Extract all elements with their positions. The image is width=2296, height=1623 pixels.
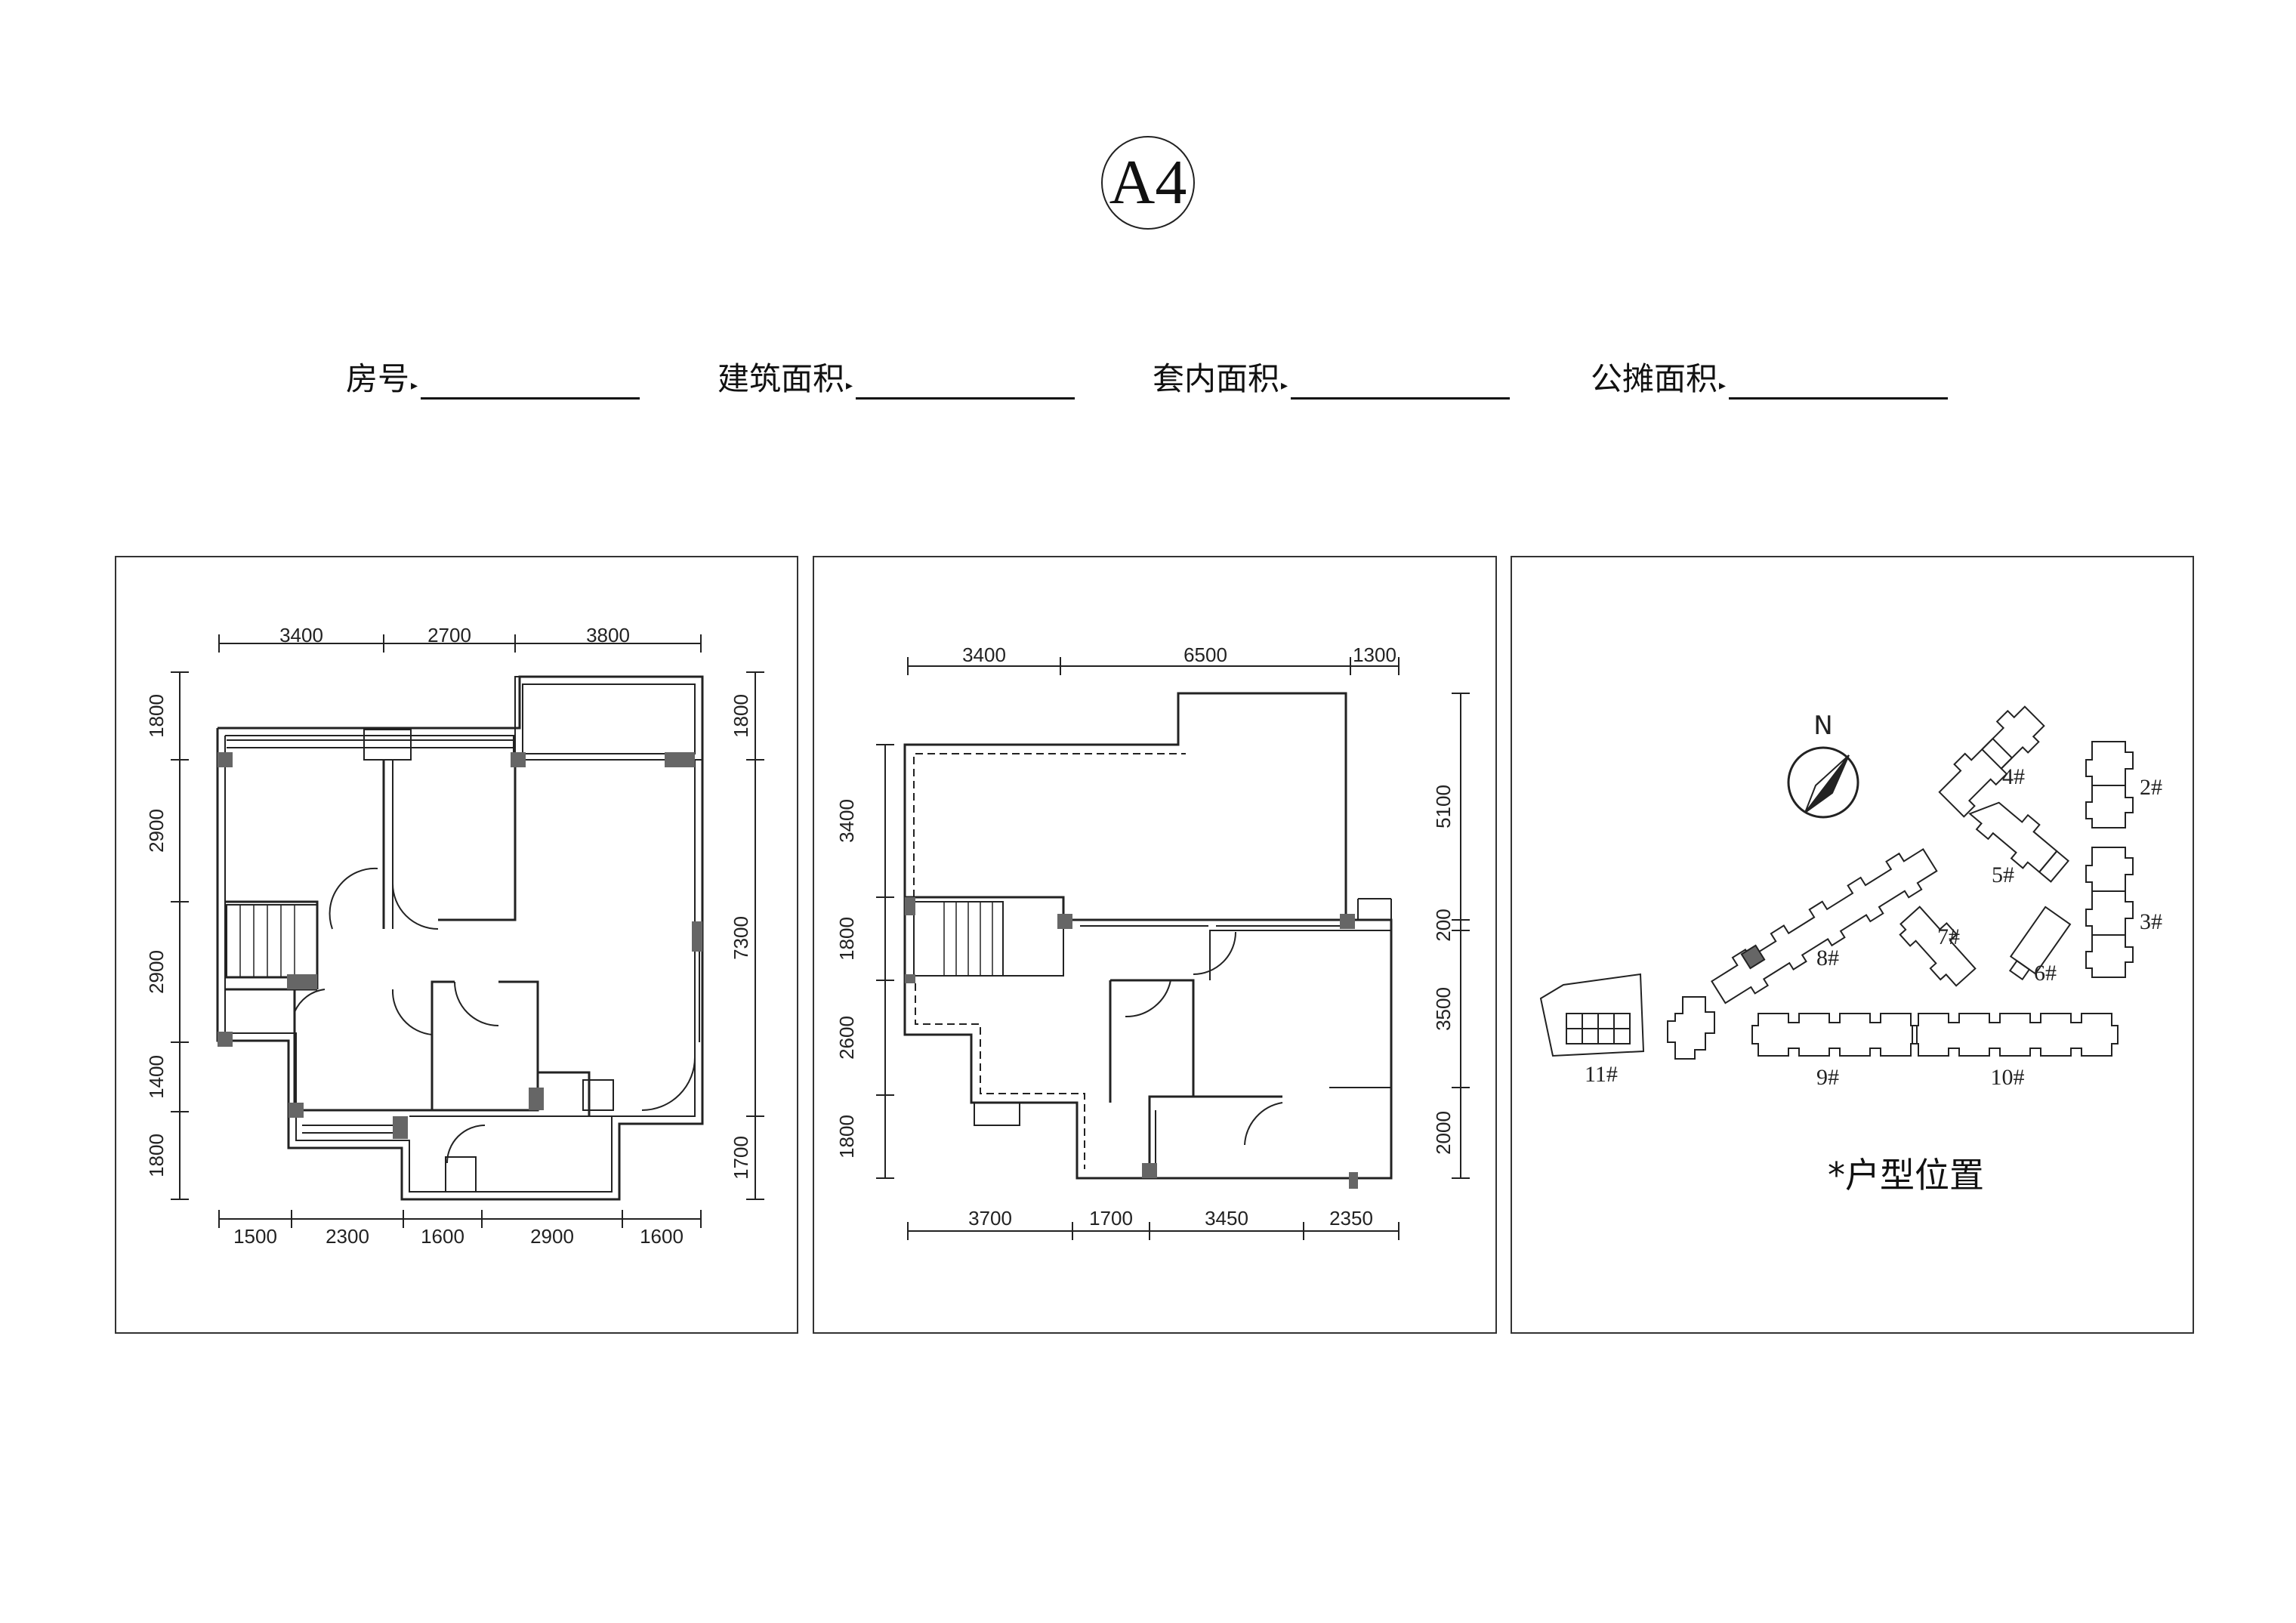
building-10-outline	[1912, 1013, 2119, 1057]
plan2-dim-right: 3500	[1432, 987, 1455, 1031]
plan2-dim-left: 2600	[835, 1016, 858, 1060]
field-label: 套内面积	[1153, 360, 1280, 397]
plan-title-badge: A4	[1101, 136, 1195, 230]
plan1-dim-top: 2700	[427, 624, 471, 646]
shared-area-blank[interactable]	[1729, 367, 1949, 400]
building-label: 8#	[1816, 946, 1839, 970]
arrow-mark-icon: ▸	[1719, 378, 1727, 393]
floor-plan-2	[876, 657, 1470, 1240]
building-4-outline	[1938, 705, 2045, 818]
site-building-labels: N 2# 3# 4# 5# 6# 7# 8# 9# 10# 11#	[1585, 711, 2162, 1090]
field-room-number: 房号▸	[346, 353, 640, 400]
building-9-outline	[1751, 1013, 1918, 1057]
plan2-dim-left: 3400	[835, 799, 858, 843]
field-label: 房号	[346, 360, 410, 397]
plan-title: A4	[1109, 147, 1187, 218]
building-8-outline	[1711, 848, 1938, 1004]
plan2-dim-top: 3400	[962, 643, 1006, 666]
plan2-dim-right: 200	[1432, 909, 1455, 941]
building-label: 4#	[2002, 764, 2025, 789]
building-3-outline	[2085, 847, 2134, 978]
building-6-outline	[2008, 906, 2072, 981]
plan1-dim-bottom: 1500	[233, 1225, 277, 1248]
building-11-outline	[1539, 973, 1645, 1057]
plan1-dim-bottom: 1600	[421, 1225, 464, 1248]
plan1-dim-right: 1800	[730, 694, 752, 738]
plan2-dim-bottom: 2350	[1329, 1207, 1373, 1230]
plan1-dim-top: 3800	[586, 624, 630, 646]
building-area-blank[interactable]	[856, 367, 1075, 400]
north-compass-icon	[1787, 746, 1859, 819]
plan2-dim-right: 5100	[1432, 785, 1455, 828]
building-label: 3#	[2140, 909, 2162, 934]
building-label: 2#	[2140, 775, 2162, 800]
plan1-dim-labels: 3400 2700 3800 1500 2300 1600 2900 1600 …	[145, 624, 752, 1248]
plan2-dim-labels: 3400 6500 1300 3700 1700 3450 2350 3400 …	[835, 643, 1455, 1230]
plan1-dim-bottom: 2300	[326, 1225, 369, 1248]
building-label: 10#	[1991, 1065, 2025, 1090]
field-inner-area: 套内面积▸	[1153, 353, 1511, 400]
north-label: N	[1813, 711, 1832, 741]
plan2-dim-left: 1800	[835, 917, 858, 961]
building-2-outline	[2085, 741, 2134, 828]
plan1-dim-left: 1800	[145, 694, 168, 738]
plan2-dim-bottom: 1700	[1089, 1207, 1133, 1230]
inner-area-blank[interactable]	[1291, 367, 1511, 400]
plan2-dim-bottom: 3450	[1205, 1207, 1248, 1230]
panel-floor-plan-1	[115, 556, 798, 1334]
plan1-dim-left: 1800	[145, 1134, 168, 1177]
building-label: 6#	[2034, 961, 2057, 986]
panel-floor-plan-2	[813, 556, 1497, 1334]
plan1-dim-left: 2900	[145, 809, 168, 853]
plan2-dim-right: 2000	[1432, 1111, 1455, 1155]
plan2-dim-top: 1300	[1353, 643, 1396, 666]
building-label: 11#	[1585, 1062, 1618, 1087]
arrow-mark-icon: ▸	[1281, 378, 1288, 393]
arrow-mark-icon: ▸	[846, 378, 853, 393]
plan2-dim-bottom: 3700	[968, 1207, 1012, 1230]
plan1-dim-bottom: 2900	[530, 1225, 574, 1248]
building-5-outline	[1968, 801, 2069, 883]
field-label: 建筑面积	[718, 360, 845, 397]
building-label: 9#	[1816, 1065, 1839, 1090]
site-plan	[1539, 705, 2134, 1060]
building-label: 5#	[1992, 862, 2014, 887]
plan1-dim-right: 7300	[730, 916, 752, 960]
plan1-dim-bottom: 1600	[640, 1225, 684, 1248]
building-7-outline	[1899, 906, 1977, 987]
plan1-dim-top: 3400	[279, 624, 323, 646]
building-label: 7#	[1937, 924, 1960, 949]
plan1-dim-right: 1700	[730, 1136, 752, 1180]
floor-plan-1	[171, 634, 764, 1228]
field-label: 公摊面积	[1591, 360, 1718, 397]
plan2-dim-left: 1800	[835, 1115, 858, 1159]
arrow-mark-icon: ▸	[411, 378, 418, 393]
location-caption: *户型位置	[1828, 1155, 1984, 1196]
field-shared-area: 公摊面积▸	[1591, 353, 1949, 400]
room-number-blank[interactable]	[421, 367, 640, 400]
plan1-dim-left: 1400	[145, 1055, 168, 1099]
field-building-area: 建筑面积▸	[718, 353, 1075, 400]
panel-site-plan	[1511, 556, 2194, 1334]
plan1-dim-left: 2900	[145, 950, 168, 994]
plan2-dim-top: 6500	[1183, 643, 1227, 666]
